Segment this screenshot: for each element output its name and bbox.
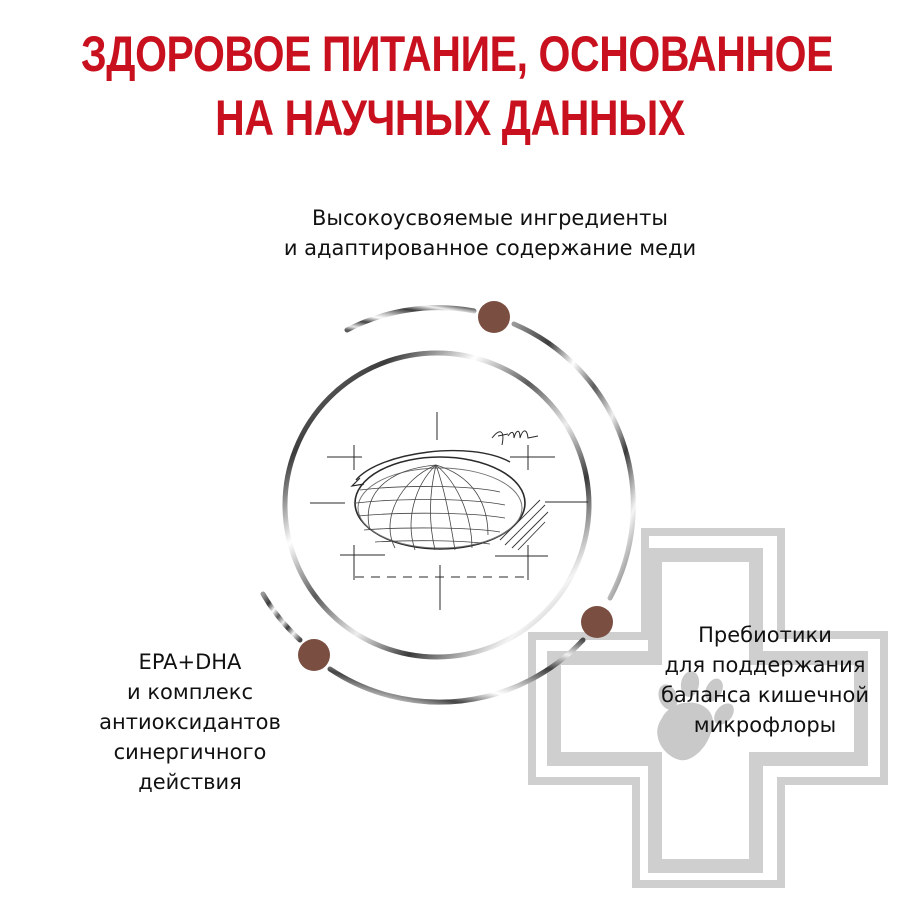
caption-line: для поддержания [664, 653, 866, 677]
marker-top [478, 301, 510, 333]
caption-line: Пребиотики [698, 623, 832, 647]
caption-line: действия [138, 770, 242, 794]
title-line-1: ЗДОРОВОЕ ПИТАНИЕ, ОСНОВАННОЕ [81, 26, 834, 82]
inner-ring [282, 350, 592, 660]
caption-line: антиоксидантов [99, 710, 281, 734]
caption-line: и комплекс [127, 680, 253, 704]
kibble-sketch-icon [310, 412, 588, 610]
paw-print-icon [657, 671, 734, 761]
feature-caption-epa-dha: EPA+DHA и комплекс антиоксидантов синерг… [40, 647, 340, 797]
outer-ring [260, 305, 636, 705]
veterinary-cross-paw-icon [528, 528, 888, 888]
caption-line: микрофлоры [693, 713, 837, 737]
feature-caption-prebiotics: Пребиотики для поддержания баланса кишеч… [630, 620, 900, 740]
caption-line: баланса кишечной [660, 683, 870, 707]
marker-right [581, 606, 613, 638]
caption-line: синергичного [113, 740, 267, 764]
caption-line: Высокоусвояемые ингредиенты [312, 206, 668, 230]
feature-caption-digestibility: Высокоусвояемые ингредиенты и адаптирова… [240, 203, 740, 263]
marker-left [298, 639, 330, 671]
title-line-2: НА НАУЧНЫХ ДАННЫХ [215, 90, 685, 146]
markers [298, 301, 613, 671]
caption-line: и адаптированное содержание меди [283, 236, 697, 260]
page-title: ЗДОРОВОЕ ПИТАНИЕ, ОСНОВАННОЕ НА НАУЧНЫХ … [81, 22, 834, 150]
caption-line: EPA+DHA [138, 650, 242, 674]
